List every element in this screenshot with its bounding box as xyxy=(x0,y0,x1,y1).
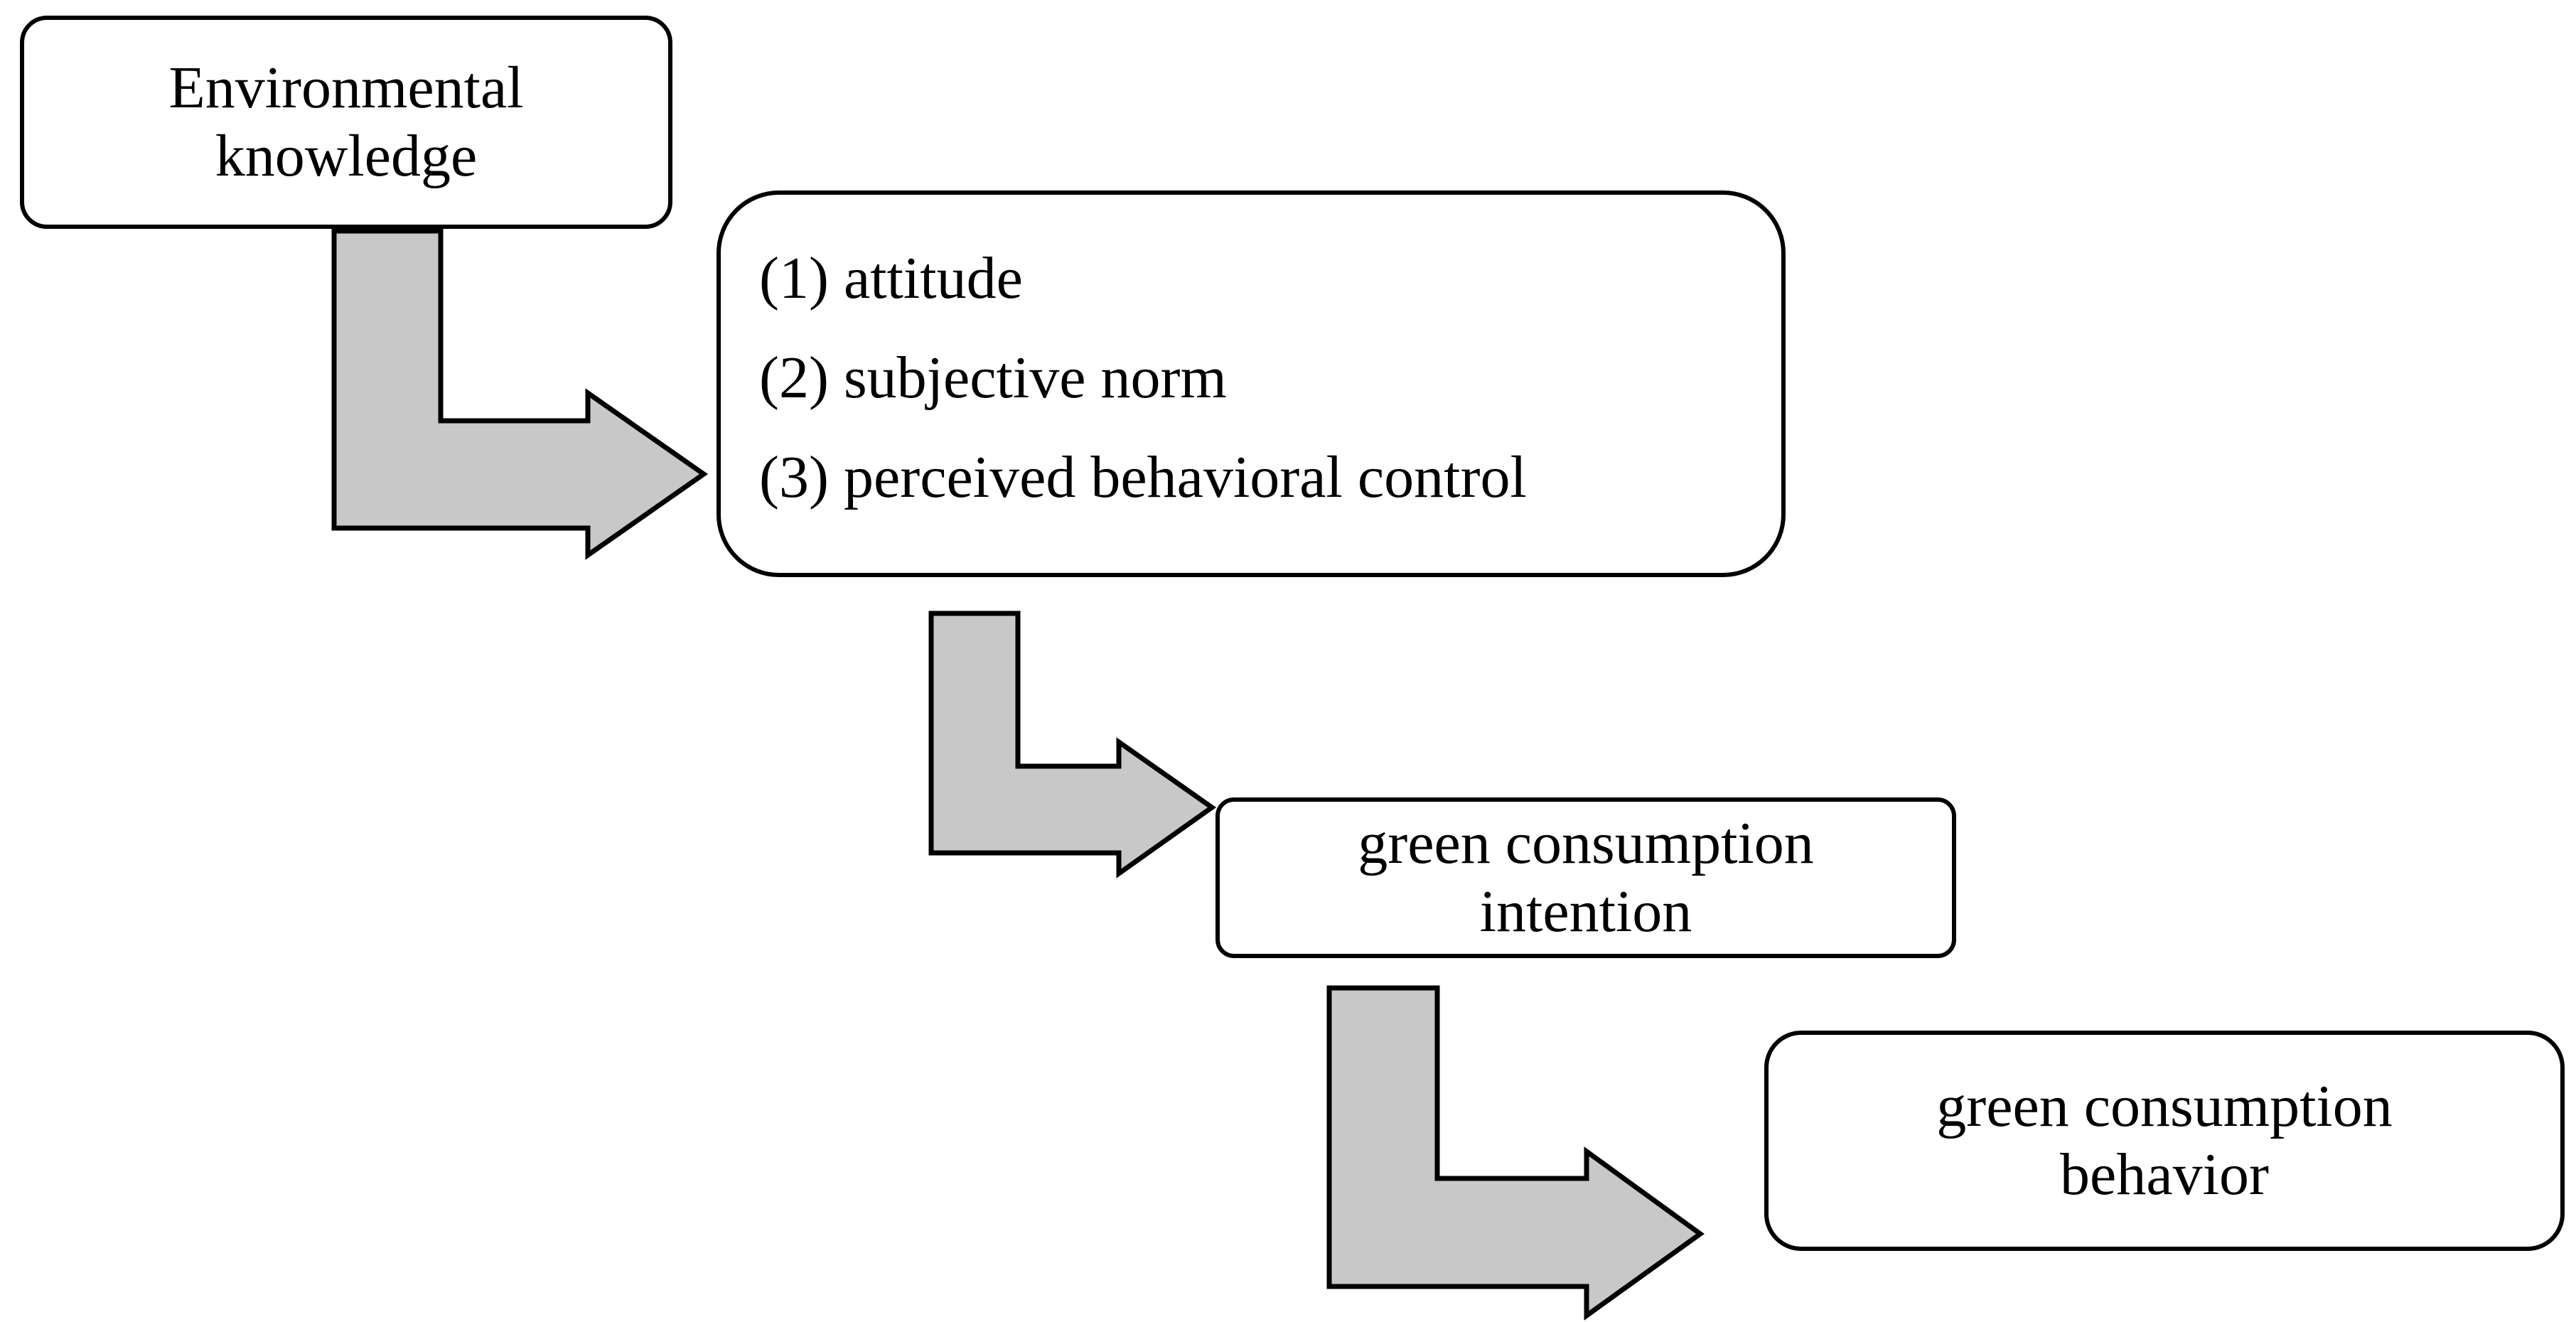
green-consumption-behavior-box: green consumption behavior xyxy=(1764,1031,2565,1251)
node-label-line: green consumption xyxy=(1358,810,1814,876)
node-label-line: knowledge xyxy=(215,123,478,189)
tpb-determinants-box: (1) attitude (2) subjective norm (3) per… xyxy=(717,190,1786,577)
arrow-determinants-to-intention xyxy=(928,611,1217,878)
node-label-line: Environmental xyxy=(168,55,524,121)
node-label-line: green consumption xyxy=(1936,1073,2393,1139)
determinant-perceived-behavioral-control: (3) perceived behavioral control xyxy=(759,444,1527,510)
determinant-attitude: (1) attitude xyxy=(759,245,1023,311)
environmental-knowledge-box: Environmental knowledge xyxy=(20,16,672,229)
arrow-knowledge-to-determinants xyxy=(331,228,709,560)
determinant-subjective-norm: (2) subjective norm xyxy=(759,345,1227,411)
node-label-line: intention xyxy=(1479,878,1692,945)
node-label-line: behavior xyxy=(2060,1141,2269,1208)
green-consumption-intention-box: green consumption intention xyxy=(1215,797,1956,958)
arrow-intention-to-behavior xyxy=(1326,985,1705,1321)
